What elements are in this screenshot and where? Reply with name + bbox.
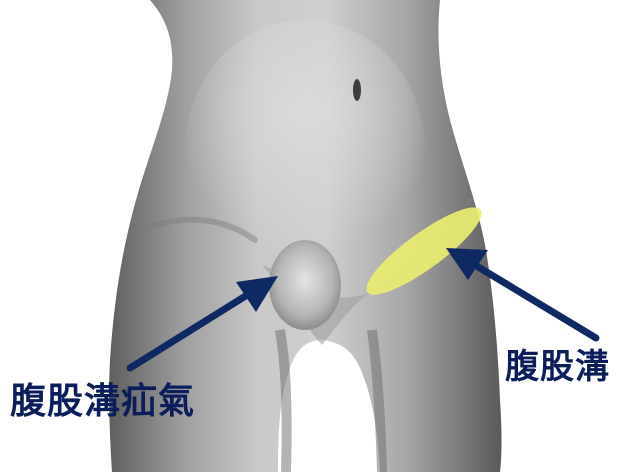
inguinal-hernia-label: 腹股溝疝氣 — [10, 384, 195, 420]
groin-label: 腹股溝 — [505, 350, 610, 384]
navel — [353, 79, 361, 101]
hernia-bulge — [269, 240, 341, 330]
